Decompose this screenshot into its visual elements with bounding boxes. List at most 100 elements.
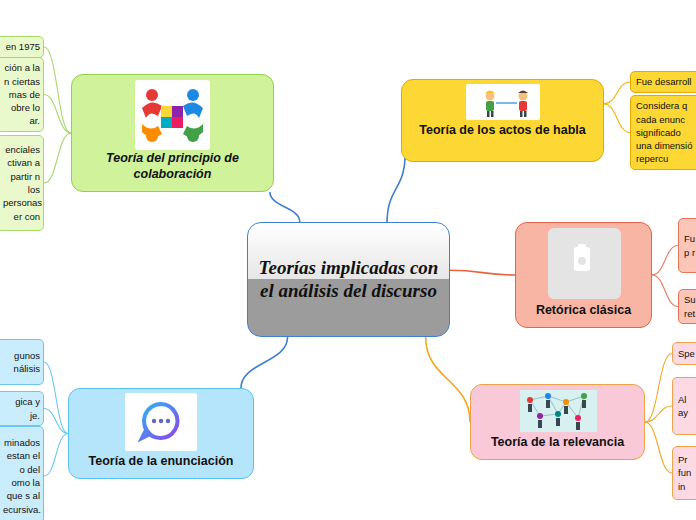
central-topic: Teorías implicadas con el análisis del d… (247, 222, 450, 337)
chat-dot (159, 419, 163, 423)
person-head (146, 89, 158, 101)
branch-topic: Teoría de la relevancia (470, 384, 645, 460)
network-lines (530, 396, 584, 418)
image-frame (548, 228, 621, 299)
branch-title: Retórica clásica (524, 303, 643, 319)
detail-text: en 1975 (3, 40, 40, 53)
detail-box: Al ay (672, 377, 696, 435)
detail-text: ción a la n ciertas mas de obre lo ar. (3, 61, 40, 127)
person-body (486, 101, 494, 111)
puzzle-illustration (135, 80, 210, 150)
camera-icon (578, 244, 586, 248)
person-body (556, 418, 560, 426)
detail-box: Fue desarroll (630, 71, 696, 93)
branch-title: Teoría de la relevancia (479, 435, 636, 451)
detail-text: Considera q cada enunc significado una d… (636, 99, 695, 165)
branch-connector (604, 104, 630, 133)
branch-connector (450, 270, 515, 275)
person-body (519, 101, 527, 111)
detail-box: Spe (672, 342, 696, 365)
person-body (576, 422, 580, 430)
detail-text: Al ay (678, 393, 695, 420)
person-body (528, 404, 532, 412)
person-head (519, 92, 528, 101)
person-head (146, 130, 158, 142)
puzzle-piece (161, 106, 172, 117)
image-frame (520, 390, 597, 432)
network-person (545, 393, 551, 399)
puzzle-piece (172, 117, 183, 128)
branch-connector (44, 133, 71, 183)
network-person (555, 411, 561, 417)
detail-box: enciales ctivan a partir n los personas … (0, 135, 44, 231)
person-leg (524, 111, 527, 117)
person-body (538, 420, 542, 428)
branch-connector (645, 406, 672, 422)
chat-illustration (125, 393, 197, 451)
branch-title: Teoría del principio de colaboración (80, 151, 265, 182)
branch-topic: Teoría del principio de colaboración (71, 74, 274, 192)
detail-box: minados estan el o del omo la que s al e… (0, 426, 44, 520)
branch-connector (241, 337, 288, 388)
person-body (142, 124, 162, 138)
branch-connector (44, 409, 68, 434)
person-leg (520, 111, 523, 117)
detail-text: gunos nálisis (3, 349, 40, 376)
camera-lens (578, 257, 586, 265)
branch-connector (426, 337, 470, 422)
detail-text: Su ret (684, 293, 696, 320)
branch-topic: Teoría de los actos de habla (401, 79, 604, 162)
image-frame (125, 393, 197, 451)
chat-dot (152, 419, 156, 423)
detail-box: en 1975 (0, 36, 44, 58)
branch-connector (387, 155, 405, 222)
branch-topic: Teoría de la enunciación (68, 388, 254, 479)
branch-connector (645, 354, 672, 423)
image-frame (135, 80, 210, 150)
central-title: Teorías implicadas con el análisis del d… (256, 257, 441, 303)
camera-icon (574, 247, 590, 271)
person-head (187, 130, 199, 142)
person-body (183, 102, 203, 118)
branch-title: Teoría de los actos de habla (410, 123, 595, 139)
detail-box: gunos nálisis (0, 339, 44, 385)
detail-text: Fu p r (684, 232, 696, 259)
detail-box: Considera q cada enunc significado una d… (630, 95, 696, 170)
person-body (546, 400, 550, 408)
person-body (582, 400, 586, 408)
branch-connector (44, 362, 68, 434)
string-phone (496, 102, 517, 103)
network-person (537, 413, 543, 419)
detail-text: gica y je. (3, 395, 40, 422)
person-leg (487, 111, 490, 117)
detail-text: minados estan el o del omo la que s al e… (3, 436, 40, 516)
branch-connector (44, 95, 71, 134)
person-leg (491, 111, 494, 117)
detail-box: gica y je. (0, 391, 44, 426)
network-person (581, 393, 587, 399)
detail-text: Spe (678, 347, 695, 360)
branch-topic: Retórica clásica (515, 222, 652, 328)
person-head (187, 89, 199, 101)
detail-box: Pr fun in (672, 446, 696, 500)
branch-connector (645, 422, 672, 473)
detail-text: Fue desarroll (636, 75, 695, 88)
detail-text: Pr fun in (678, 453, 695, 493)
detail-box: Fu p r (678, 218, 696, 273)
image-placeholder (548, 228, 621, 299)
detail-box: Su ret (678, 289, 696, 324)
network-illustration (520, 390, 597, 432)
person-body (142, 102, 162, 118)
person-hair (518, 91, 528, 94)
person-hair (485, 91, 495, 94)
person-head (486, 92, 495, 101)
branch-title: Teoría de la enunciación (77, 454, 245, 470)
branch-connector (652, 275, 678, 307)
image-frame (466, 84, 540, 120)
person-body (564, 406, 568, 414)
network-person (563, 399, 569, 405)
branch-connector (44, 434, 68, 477)
network-person (527, 397, 533, 403)
branch-connector (604, 82, 630, 104)
